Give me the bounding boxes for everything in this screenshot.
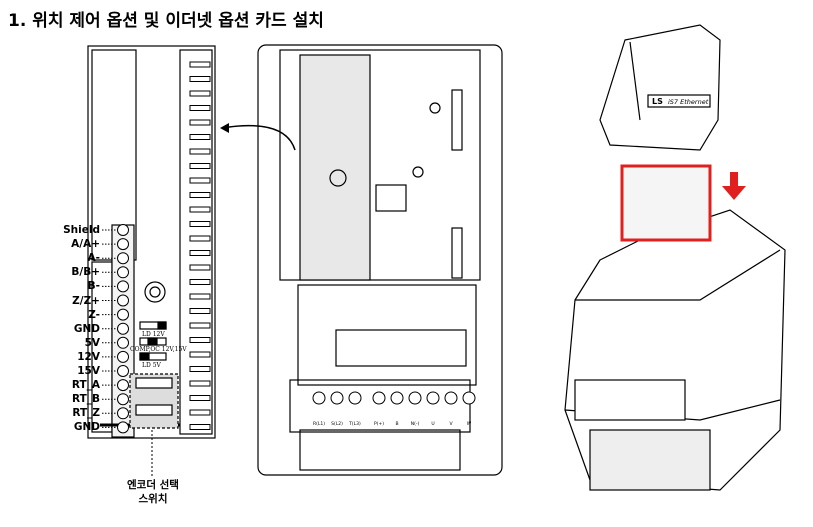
terminal-label: RT_A <box>71 379 100 392</box>
power-terminal-label: R(L1) <box>313 421 325 427</box>
power-terminal-screw <box>330 391 344 405</box>
terminal-label: RT_Z <box>72 407 100 420</box>
vent-slot <box>189 192 211 198</box>
switch-label-ld12: LD 12V <box>142 331 165 338</box>
switch-label-ld5: LD 5V <box>142 362 161 369</box>
terminal-label: B/B+ <box>71 266 100 279</box>
power-terminal-screw <box>348 391 362 405</box>
vent-slot <box>189 90 211 97</box>
power-terminal-label: T(L3) <box>348 421 361 427</box>
terminal-label: 15V <box>77 365 100 377</box>
vent-slot <box>189 61 211 68</box>
vent-slot <box>189 337 211 343</box>
terminal-screw <box>117 322 129 335</box>
ethernet-card <box>599 24 721 151</box>
terminal-label: GND <box>73 322 100 335</box>
vent-slot <box>189 119 211 126</box>
power-terminal-screw <box>408 391 422 405</box>
power-terminal-label: U <box>431 421 434 427</box>
power-terminal-label: V <box>449 421 453 427</box>
move-arrow <box>221 124 296 151</box>
terminal-screw <box>117 308 129 321</box>
vent-slot <box>189 134 211 140</box>
terminal-screw <box>117 421 129 434</box>
vent-slot <box>189 308 211 314</box>
terminal-label: Z- <box>88 308 100 321</box>
encoder-option-board <box>87 45 216 439</box>
vent-slot <box>189 148 211 155</box>
card-highlight <box>620 164 712 242</box>
power-terminal-label: B <box>395 421 398 427</box>
power-terminal-screw <box>462 391 476 405</box>
terminal-screw <box>117 224 129 236</box>
power-terminal-label: N(-) <box>411 421 420 427</box>
power-terminal-screw <box>426 391 440 405</box>
vent-slot <box>189 235 211 242</box>
encoder-switch-label: 엔코더 선택 스위치 <box>127 479 179 505</box>
vent-slot <box>189 221 211 227</box>
terminal-screw <box>117 252 129 265</box>
terminal-screw <box>117 407 129 420</box>
terminal-screw <box>117 393 129 406</box>
terminal-label: B- <box>87 280 100 293</box>
section-title: 1. 위치 제어 옵션 및 이더넷 옵션 카드 설치 <box>8 11 324 31</box>
power-terminal-label: P(+) <box>374 421 384 427</box>
terminal-screw <box>117 379 129 392</box>
inverter-body <box>257 44 503 476</box>
vent-slot <box>189 424 211 430</box>
insert-arrow-icon <box>722 172 746 200</box>
vent-slot <box>189 250 211 256</box>
terminal-screw <box>117 336 129 349</box>
terminal-label: A- <box>87 252 100 265</box>
vent-slot <box>189 163 211 169</box>
model-label: iS7 Ethernet <box>668 98 709 106</box>
switch-label-comp: COMP,OC 12V,15V <box>130 346 187 353</box>
power-terminal-screw <box>390 391 404 405</box>
vent-slot <box>189 279 211 285</box>
power-terminal-screw <box>444 391 458 405</box>
terminal-screw <box>117 350 129 363</box>
vent-slot <box>189 177 211 184</box>
terminal-screw <box>117 266 129 279</box>
terminal-screw <box>117 238 129 251</box>
vent-slot <box>189 380 211 387</box>
power-terminal-screw <box>372 391 386 405</box>
terminal-label: Z/Z+ <box>72 294 100 307</box>
vent-slot <box>189 76 211 82</box>
vent-slot <box>189 206 211 213</box>
vent-slot <box>189 395 211 401</box>
terminal-screw <box>117 280 129 293</box>
power-terminal-label: S(L2) <box>331 421 343 427</box>
terminal-screw <box>117 365 129 377</box>
terminal-screw <box>117 294 129 307</box>
terminal-label: Shield <box>63 224 100 236</box>
vent-slot <box>189 366 211 372</box>
terminal-label: 12V <box>77 350 100 363</box>
terminal-label: A/A+ <box>71 238 100 251</box>
terminal-label: 5V <box>84 336 100 349</box>
inverter-3d <box>564 209 786 491</box>
power-terminal-label: W <box>467 421 472 427</box>
vent-slot <box>189 293 211 300</box>
vent-slot <box>189 409 211 416</box>
terminal-label: GND <box>73 421 100 434</box>
vent-slot <box>189 351 211 358</box>
vent-slot <box>189 264 211 271</box>
terminal-label: RT_B <box>71 393 100 406</box>
power-terminal-screw <box>312 391 326 405</box>
brand-logo: LS <box>652 97 663 106</box>
vent-slot <box>189 322 211 329</box>
vent-slot <box>189 105 211 111</box>
